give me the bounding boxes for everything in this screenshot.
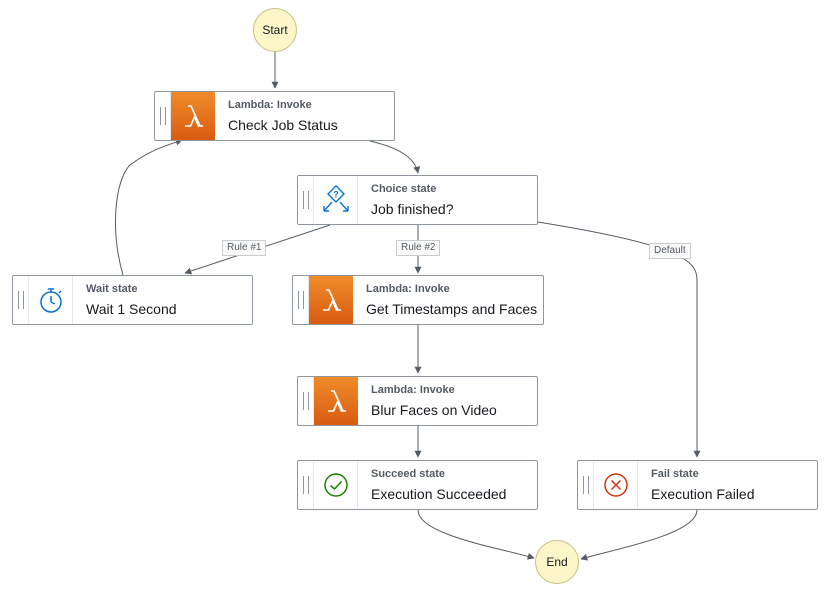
lambda-icon — [309, 276, 353, 324]
end-label: End — [546, 555, 568, 569]
drag-handle[interactable] — [298, 377, 314, 425]
state-blur-faces-on-video[interactable]: Lambda: Invoke Blur Faces on Video — [297, 376, 538, 426]
start-node[interactable]: Start — [253, 8, 297, 52]
check-circle-icon — [314, 461, 358, 509]
drag-handle[interactable] — [13, 276, 29, 324]
state-execution-succeeded[interactable]: Succeed state Execution Succeeded — [297, 460, 538, 510]
state-name: Wait 1 Second — [86, 301, 177, 317]
lambda-icon — [314, 377, 358, 425]
edge-label-rule1: Rule #1 — [222, 240, 267, 256]
edge-check-to-choice — [369, 140, 421, 174]
state-job-finished[interactable]: ? Choice state Job finished? — [297, 175, 538, 225]
state-type-label: Choice state — [371, 183, 437, 195]
drag-handle[interactable] — [298, 176, 314, 224]
edge-label-default: Default — [649, 243, 691, 259]
state-name: Execution Succeeded — [371, 486, 507, 502]
state-type-label: Fail state — [651, 468, 699, 480]
state-type-label: Lambda: Invoke — [366, 283, 450, 295]
edge-wait-to-check — [115, 138, 183, 276]
edge-fail-to-end — [580, 509, 698, 561]
state-type-label: Lambda: Invoke — [228, 99, 312, 111]
lambda-icon — [171, 92, 215, 140]
state-type-label: Wait state — [86, 283, 138, 295]
state-execution-failed[interactable]: Fail state Execution Failed — [577, 460, 818, 510]
end-node[interactable]: End — [535, 540, 579, 584]
state-type-label: Lambda: Invoke — [371, 384, 455, 396]
state-wait[interactable]: Wait state Wait 1 Second — [12, 275, 253, 325]
edge-label-rule2: Rule #2 — [396, 240, 441, 256]
svg-text:?: ? — [333, 190, 339, 200]
state-name: Job finished? — [371, 201, 454, 217]
state-check-job-status[interactable]: Lambda: Invoke Check Job Status — [154, 91, 395, 141]
edge-succeed-to-end — [417, 509, 535, 560]
drag-handle[interactable] — [298, 461, 314, 509]
state-name: Execution Failed — [651, 486, 755, 502]
choice-icon: ? — [314, 176, 358, 224]
start-label: Start — [262, 23, 288, 37]
state-name: Blur Faces on Video — [371, 402, 497, 418]
x-circle-icon — [594, 461, 638, 509]
drag-handle[interactable] — [293, 276, 309, 324]
drag-handle[interactable] — [155, 92, 171, 140]
state-name: Check Job Status — [228, 117, 338, 133]
stopwatch-icon — [29, 276, 73, 324]
state-type-label: Succeed state — [371, 468, 445, 480]
state-name: Get Timestamps and Faces — [366, 301, 538, 317]
drag-handle[interactable] — [578, 461, 594, 509]
state-get-timestamps-and-faces[interactable]: Lambda: Invoke Get Timestamps and Faces — [292, 275, 544, 325]
